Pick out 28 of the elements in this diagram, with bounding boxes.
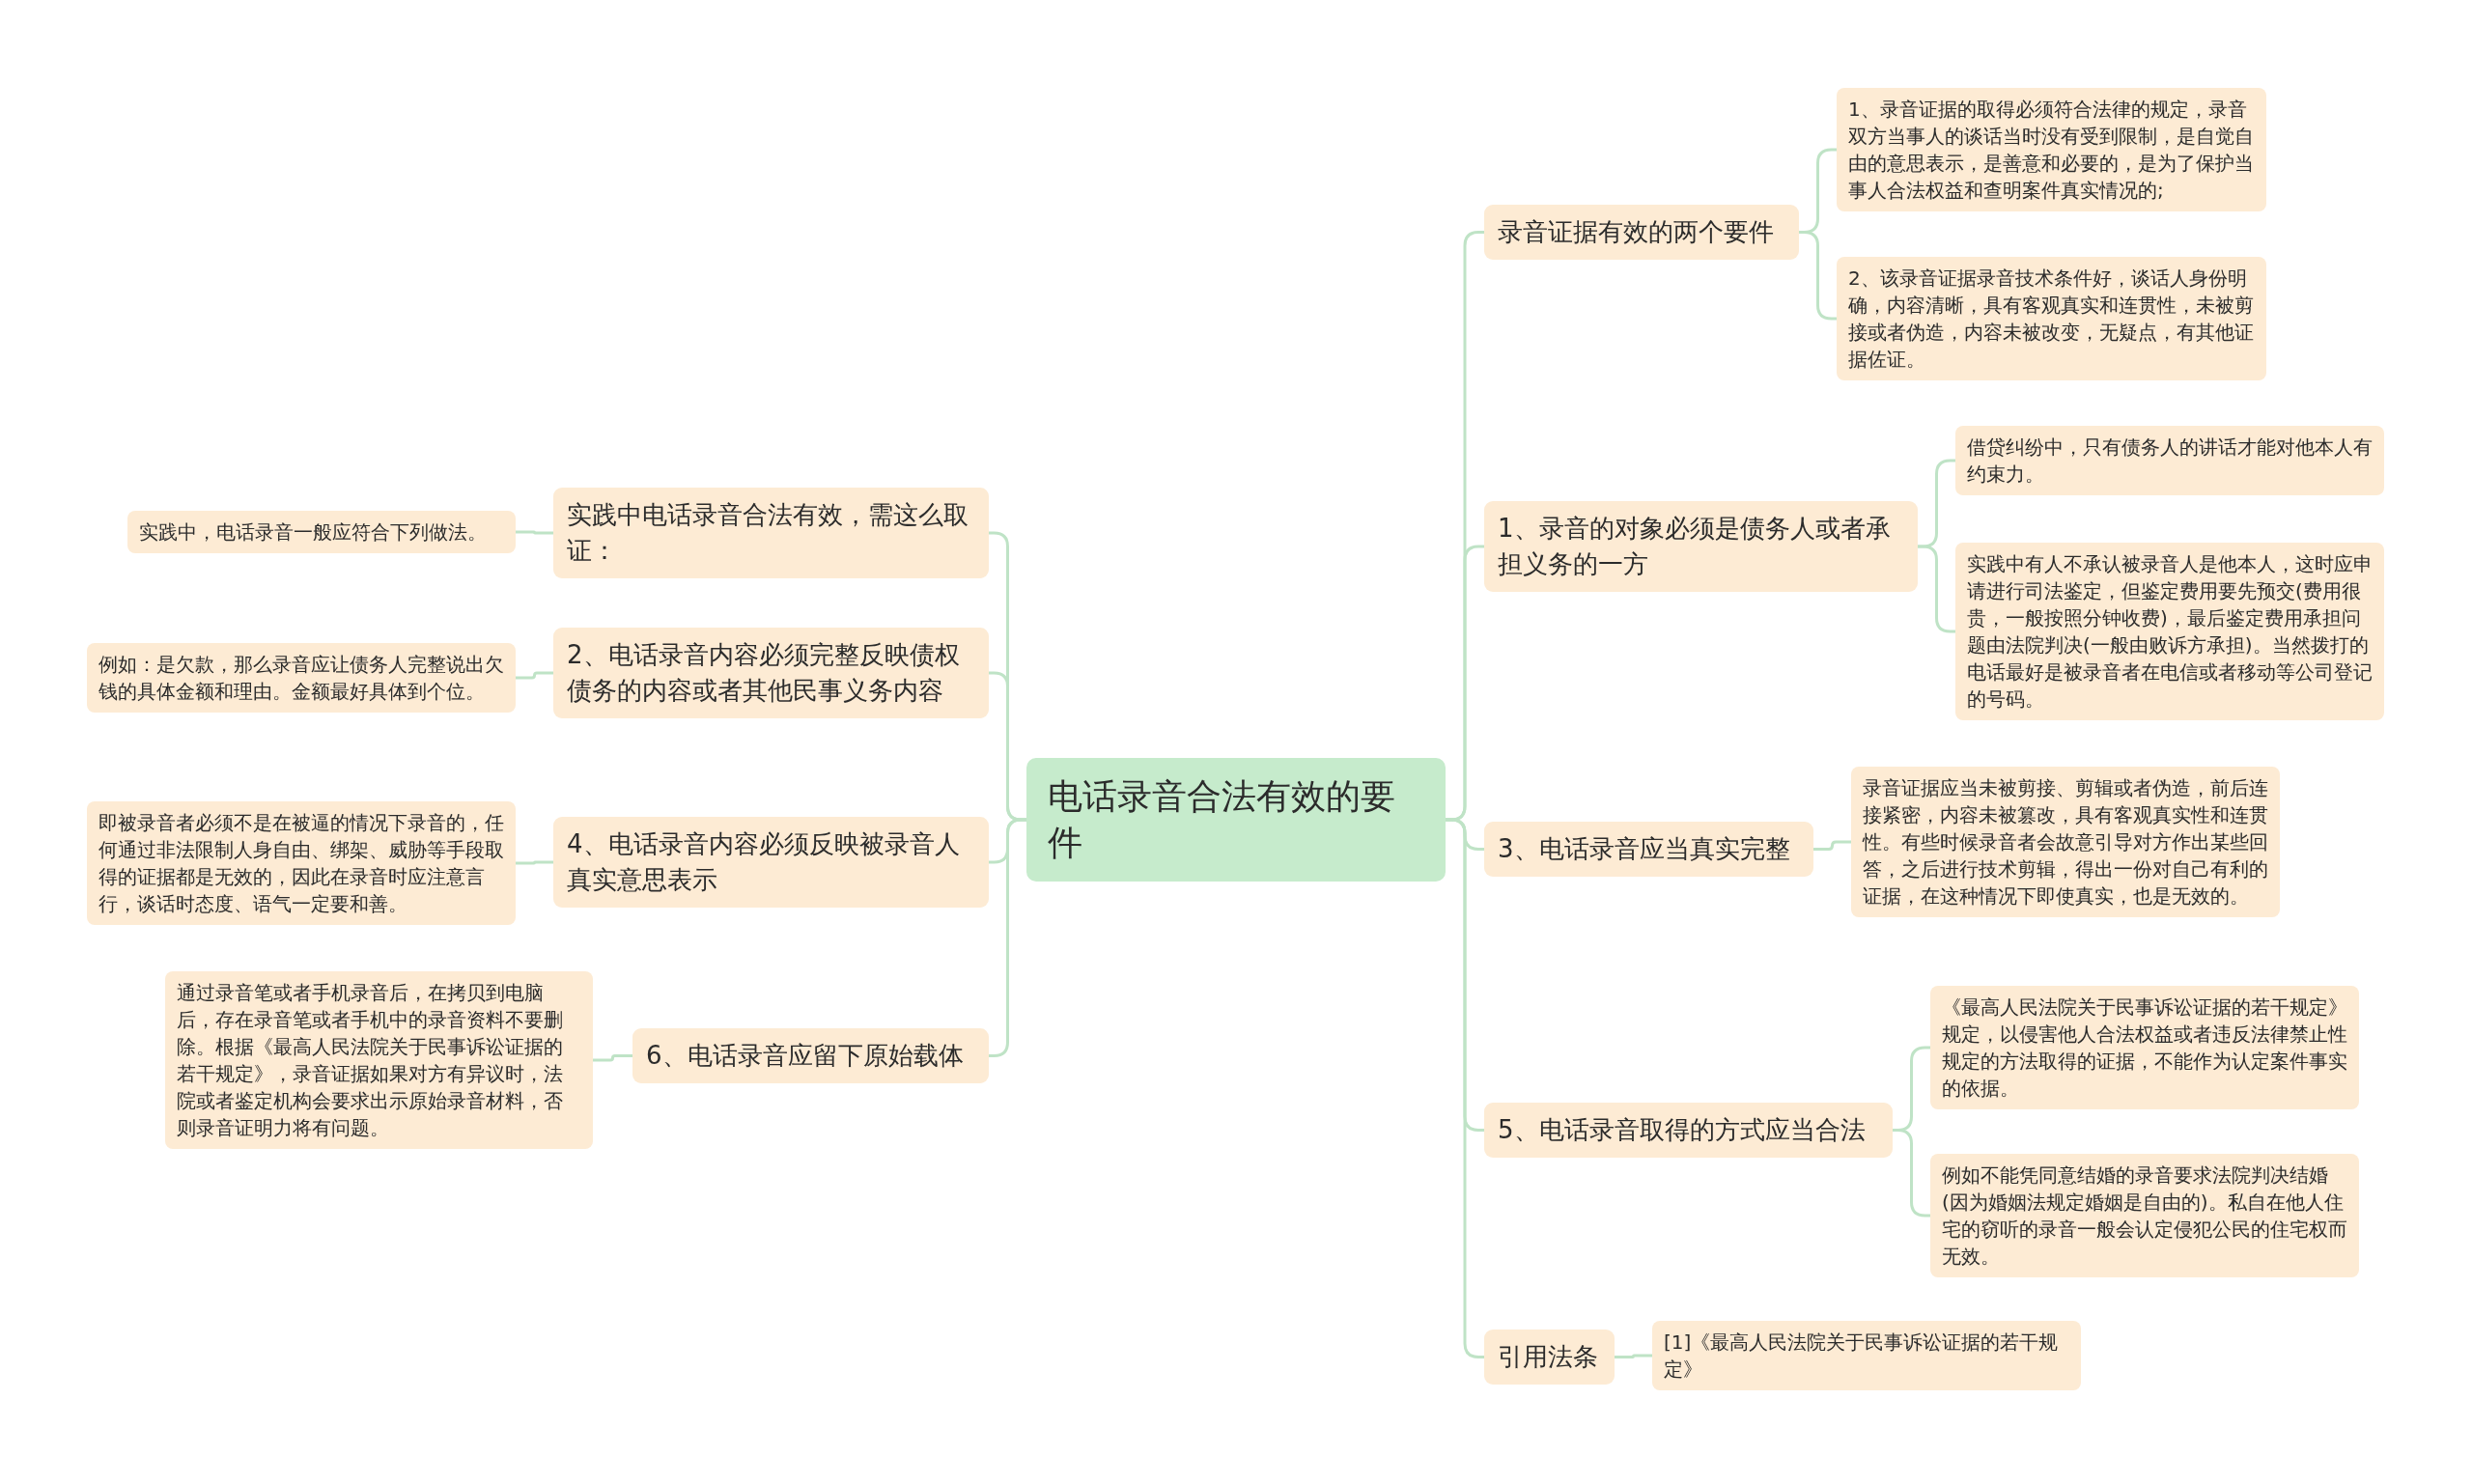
connector-line <box>1615 1354 1652 1358</box>
connector-line <box>516 530 553 535</box>
note-box: 例如不能凭同意结婚的录音要求法院判决结婚(因为婚姻法规定婚姻是自由的)。私自在他人住宅的窃听的录音一般会认定侵犯公民的住宅权而无效。 <box>1930 1154 2359 1277</box>
note-box: 2、该录音证据录音技术条件好，谈话人身份明确，内容清晰，具有客观真实和连贯性，未被剪接或者伪造，内容未被改变，无疑点，有其他证据佐证。 <box>1837 257 2266 380</box>
connector-line <box>516 860 553 865</box>
note-box: 录音证据应当未被剪接、剪辑或者伪造，前后连接紧密，内容未被篡改，具有客观真实性和连贯性。有些时候录音者会故意引导对方作出某些回答，之后进行技术剪辑，得出一份对自己有利的证据，在这种情况下即使真实，也是无效的。 <box>1851 767 2280 917</box>
branch-topic: 2、电话录音内容必须完整反映债权债务的内容或者其他民事义务内容 <box>553 628 989 718</box>
central-topic: 电话录音合法有效的要件 <box>1026 758 1446 882</box>
note-box: 例如：是欠款，那么录音应让债务人完整说出欠钱的具体金额和理由。金额最好具体到个位。 <box>87 643 516 713</box>
branch-topic: 引用法条 <box>1484 1330 1615 1385</box>
note-box: 《最高人民法院关于民事诉讼证据的若干规定》规定，以侵害他人合法权益或者违反法律禁止性规定的方法取得的证据，不能作为认定案件事实的依据。 <box>1930 986 2359 1109</box>
note-box: 实践中，电话录音一般应符合下列做法。 <box>127 511 516 553</box>
branch-topic: 5、电话录音取得的方式应当合法 <box>1484 1103 1893 1158</box>
note-box: 实践中有人不承认被录音人是他本人，这时应申请进行司法鉴定，但鉴定费用要先预交(费用很贵，一般按照分钟收费)，最后鉴定费用承担问题由法院判决(一般由败诉方承担)。当然拨打的电话最好是被录音者在电信或者移动等公司登记的号码。 <box>1955 543 2384 720</box>
note-box: [1]《最高人民法院关于民事诉讼证据的若干规定》 <box>1652 1321 2081 1390</box>
branch-topic: 实践中电话录音合法有效，需这么取证： <box>553 488 989 578</box>
note-box: 借贷纠纷中，只有债务人的讲话才能对他本人有约束力。 <box>1955 426 2384 495</box>
note-box: 通过录音笔或者手机录音后，在拷贝到电脑后，存在录音笔或者手机中的录音资料不要删除。根据《最高人民法院关于民事诉讼证据的若干规定》，录音证据如果对方有异议时，法院或者鉴定机构会要求出示原始录音材料，否则录音证明力将有问题。 <box>165 971 593 1149</box>
branch-topic: 3、电话录音应当真实完整 <box>1484 822 1813 877</box>
note-box: 1、录音证据的取得必须符合法律的规定，录音双方当事人的谈话当时没有受到限制，是自觉自由的意思表示，是善意和必要的，是为了保护当事人合法权益和查明案件真实情况的; <box>1837 88 2266 211</box>
branch-topic: 1、录音的对象必须是债务人或者承担义务的一方 <box>1484 501 1918 592</box>
branch-topic: 6、电话录音应留下原始载体 <box>632 1028 989 1083</box>
connector-line <box>1813 840 1851 851</box>
connector-line <box>593 1054 632 1062</box>
note-box: 即被录音者必须不是在被逼的情况下录音的，任何通过非法限制人身自由、绑架、威胁等手段取得的证据都是无效的，因此在录音时应注意言行，谈话时态度、语气一定要和善。 <box>87 801 516 925</box>
branch-topic: 4、电话录音内容必须反映被录音人真实意思表示 <box>553 817 989 908</box>
branch-topic: 录音证据有效的两个要件 <box>1484 205 1799 260</box>
connector-line <box>516 671 553 680</box>
